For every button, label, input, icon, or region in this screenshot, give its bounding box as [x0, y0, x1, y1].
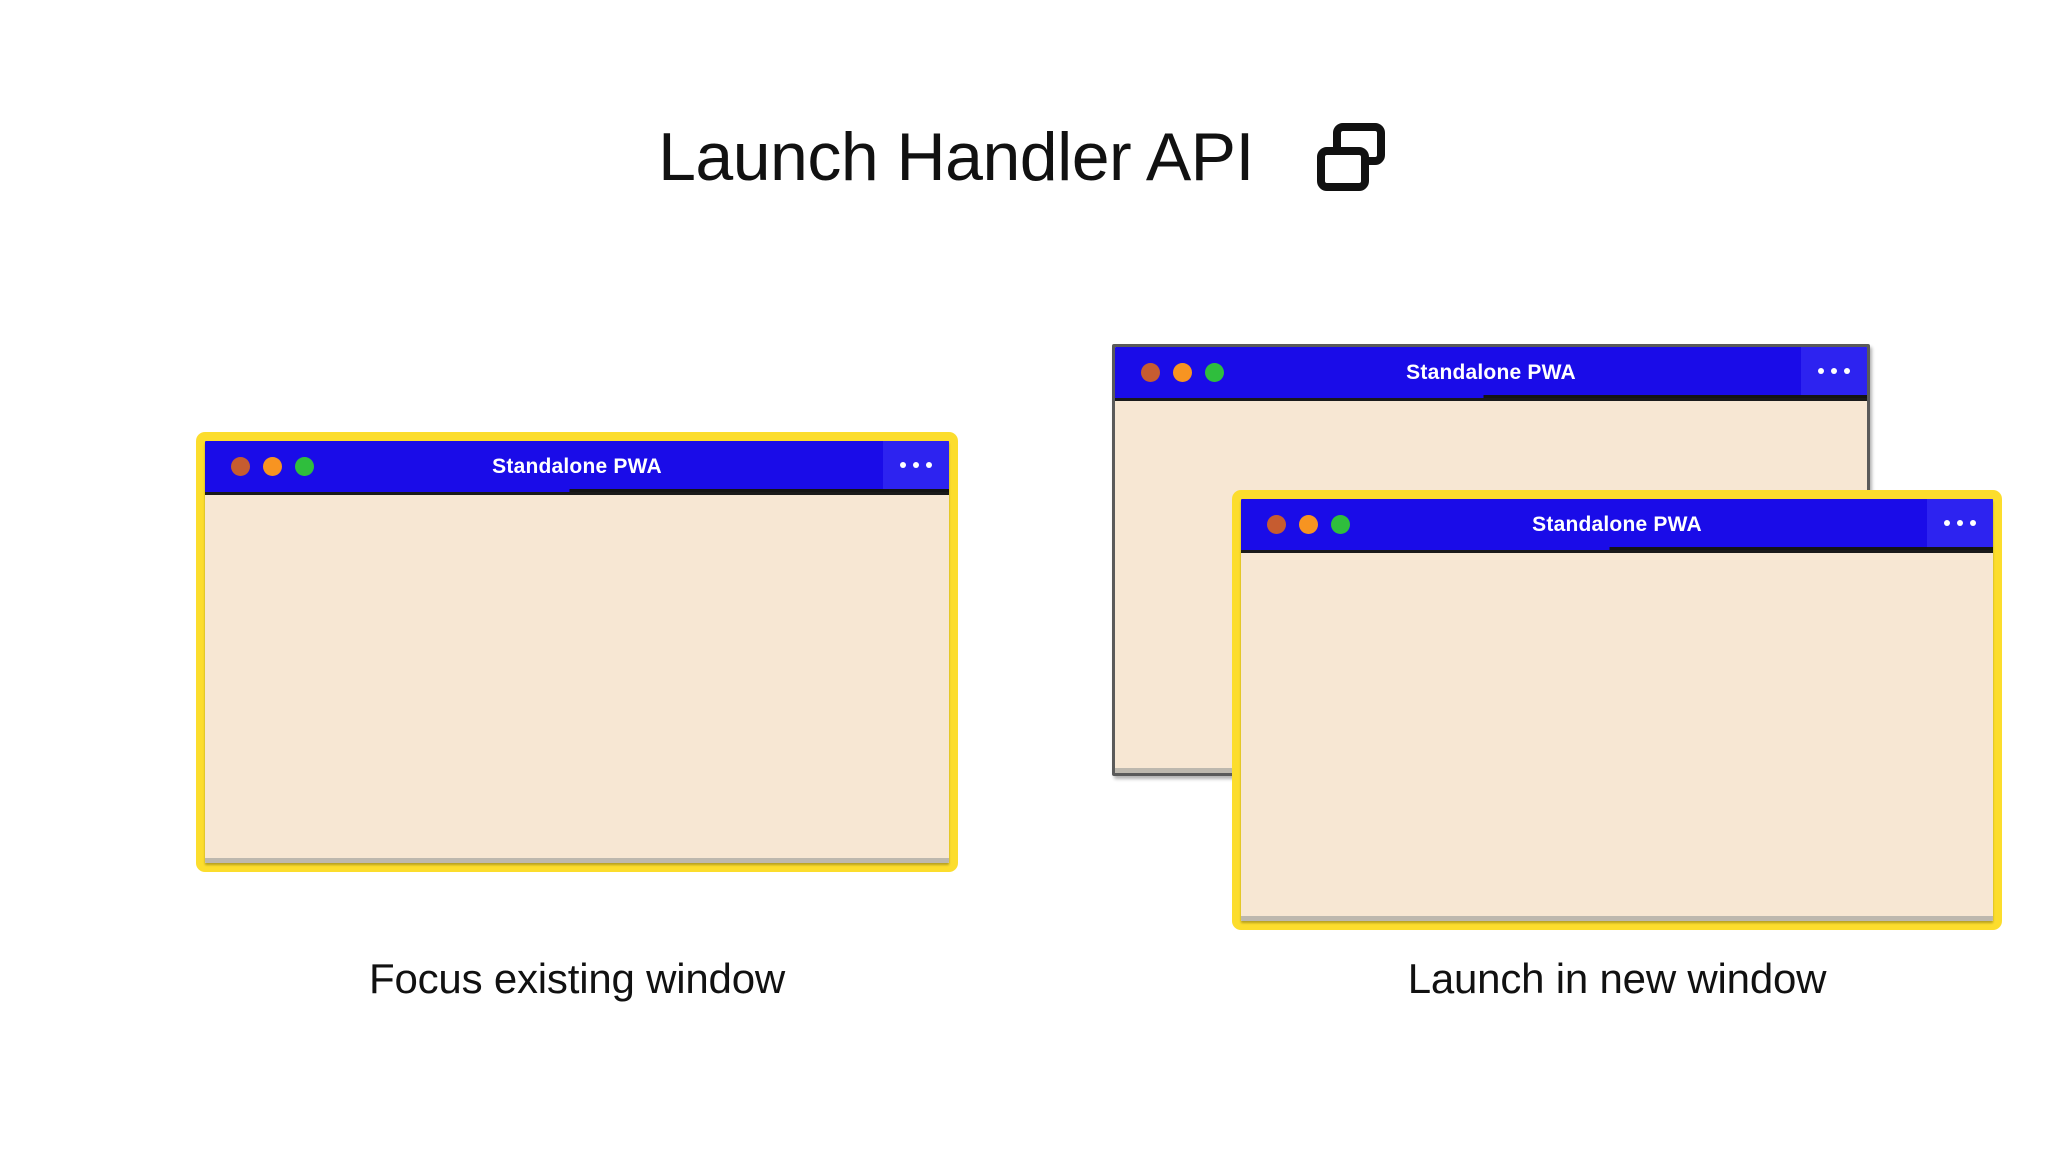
maximize-button-icon[interactable]	[295, 457, 314, 476]
window-titlebar[interactable]: Standalone PWA	[1115, 347, 1867, 401]
maximize-button-icon[interactable]	[1205, 363, 1224, 382]
window-title: Standalone PWA	[1532, 512, 1702, 536]
overflow-menu-icon[interactable]	[1927, 499, 1993, 547]
window-title: Standalone PWA	[1406, 360, 1576, 384]
maximize-button-icon[interactable]	[1331, 515, 1350, 534]
traffic-light-buttons	[1267, 515, 1350, 534]
traffic-light-buttons	[231, 457, 314, 476]
window-titlebar[interactable]: Standalone PWA	[205, 441, 949, 495]
close-button-icon[interactable]	[231, 457, 250, 476]
window-titlebar[interactable]: Standalone PWA	[1241, 499, 1993, 553]
close-button-icon[interactable]	[1267, 515, 1286, 534]
page-title: Launch Handler API	[658, 119, 1254, 195]
window-inner: Standalone PWA	[1241, 499, 1993, 921]
slide-header: Launch Handler API	[0, 118, 2048, 196]
menu-dot	[1818, 368, 1824, 374]
caption-focus-existing: Focus existing window	[369, 955, 785, 1002]
window-inner: Standalone PWA	[205, 441, 949, 863]
menu-dot	[1944, 520, 1950, 526]
menu-dot	[1844, 368, 1850, 374]
overflow-menu-icon[interactable]	[883, 441, 949, 489]
multi-window-icon	[1316, 123, 1385, 191]
traffic-light-buttons	[1141, 363, 1224, 382]
window-content-area	[1241, 553, 1993, 921]
window-new[interactable]: Standalone PWA	[1232, 490, 2002, 930]
menu-dot	[1970, 520, 1976, 526]
menu-dot	[913, 462, 919, 468]
minimize-button-icon[interactable]	[263, 457, 282, 476]
window-focus-existing[interactable]: Standalone PWA	[196, 432, 958, 872]
menu-dot	[1957, 520, 1963, 526]
window-content-area	[205, 495, 949, 863]
minimize-button-icon[interactable]	[1173, 363, 1192, 382]
window-title: Standalone PWA	[492, 454, 662, 478]
menu-dot	[1831, 368, 1837, 374]
minimize-button-icon[interactable]	[1299, 515, 1318, 534]
menu-dot	[900, 462, 906, 468]
close-button-icon[interactable]	[1141, 363, 1160, 382]
overflow-menu-icon[interactable]	[1801, 347, 1867, 395]
caption-launch-new: Launch in new window	[1407, 955, 1827, 1002]
menu-dot	[926, 462, 932, 468]
